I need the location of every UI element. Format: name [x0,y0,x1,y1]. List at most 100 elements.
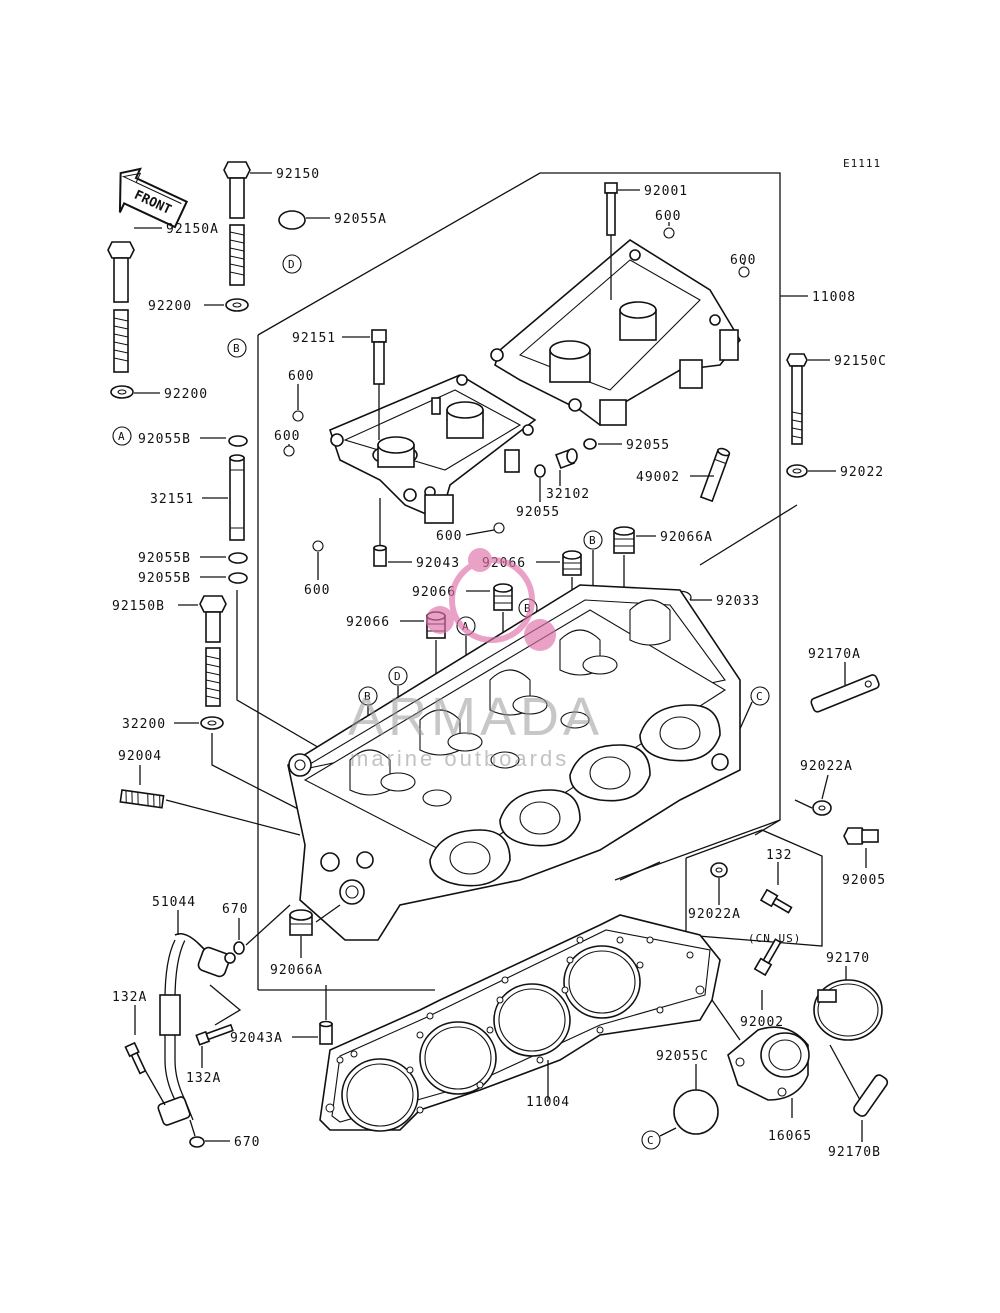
label-600-2: 600 [730,253,756,268]
oil-pipe-51044 [157,932,236,1126]
label-92055B-2: 92055B [138,551,191,566]
label-32102: 32102 [546,487,590,502]
label-92005: 92005 [842,873,886,888]
label-51044: 51044 [152,895,196,910]
bolt-132A-lower [124,1041,147,1075]
label-92033: 92033 [716,594,760,609]
label-32200: 32200 [122,717,166,732]
washer-hole [715,867,723,873]
bolt-92150 [223,161,272,286]
part-92170B [853,1074,889,1117]
label-92055A: 92055A [334,212,387,227]
ref-B-3: B [364,690,372,703]
ref-A-left: A [118,430,126,443]
valve-seal-92066-b [493,583,513,611]
bolt-92150A [107,227,162,373]
washer-hole [818,805,826,811]
part-92170A [810,674,880,713]
label-600-6: 600 [304,583,330,598]
watermark-logo-icon [449,557,535,643]
oring-92055B-2 [228,552,248,564]
washer-hole [117,389,127,395]
bolt-92001 [604,182,618,300]
label-132A-2: 132A [186,1071,221,1086]
label-32151: 32151 [150,492,194,507]
assembly-frame-lines [257,172,808,991]
bolt-132 [759,888,793,914]
ref-B-top: B [233,342,241,355]
camshaft-holder-right [490,239,741,427]
ref-circle-C-head [750,686,770,706]
ref-B-1: B [589,534,597,547]
label-132A-1: 132A [112,990,147,1005]
label-16065: 16065 [768,1129,812,1144]
watermark-title: ARMADA [348,687,603,747]
dowel-32151 [229,454,245,541]
seal-92066A-lower [289,909,313,936]
clamp-92170 [813,979,883,1041]
label-92022A-1: 92022A [800,759,853,774]
label-600-4: 600 [274,429,300,444]
label-92170B: 92170B [828,1145,881,1160]
label-92066A: 92066A [660,530,713,545]
watermark-subtitle: marine outboards [350,746,569,771]
carb-holder-16065 [727,1026,810,1101]
bolt-132A-upper [195,1023,234,1046]
label-92150A: 92150A [166,222,219,237]
camshaft-holder-left [329,374,537,524]
washer-hole [792,468,802,474]
watermark-logo [426,548,556,651]
label-92150: 92150 [276,167,320,182]
label-92055C: 92055C [656,1049,709,1064]
label-92170: 92170 [826,951,870,966]
label-670-1: 670 [222,902,248,917]
label-600-1: 600 [655,209,681,224]
fitting-92005 [843,827,879,868]
bolt-92150B [199,595,227,707]
stud-92004 [119,789,165,809]
ref-circle-B-top [227,338,247,358]
label-92150B: 92150B [112,599,165,614]
label-600-3: 600 [288,369,314,384]
bolt-92002 [753,938,782,977]
label-92055B-1: 92055B [138,432,191,447]
ref-circle-B-3 [358,686,378,706]
label-92170A: 92170A [808,647,861,662]
label-92055B-3: 92055B [138,571,191,586]
label-92001: 92001 [644,184,688,199]
dowel-top [373,544,387,552]
label-92055-b: 92055 [516,505,560,520]
washer-hole [207,720,217,726]
label-92200-left: 92200 [164,387,208,402]
dowel-top [319,1020,333,1028]
oring-670-top [233,941,245,955]
oring-92055B-1 [228,435,248,447]
washer-hole [232,302,242,308]
ref-D-head: D [394,670,402,683]
ref-circle-B-1 [583,530,603,550]
front-arrow-icon: FRONT [118,167,189,229]
label-92043: 92043 [416,556,460,571]
ref-circle-C-lower [641,1130,661,1150]
plug-32102 [555,448,578,469]
head-gasket-11004 [319,914,721,1132]
ref-C-head: C [756,690,764,703]
ref-B-2: B [524,602,532,615]
oring-92055-b [534,464,546,478]
label-132: 132 [766,848,792,863]
ref-C-lower: C [647,1134,655,1147]
cylinder-head [287,584,741,941]
ref-circle-D-head [388,666,408,686]
label-92151: 92151 [292,331,336,346]
label-670-2: 670 [234,1135,260,1150]
diagram-code: E1111 [843,157,881,170]
oring-92055B-3 [228,572,248,584]
label-600-5: 600 [436,529,462,544]
label-92150C: 92150C [834,354,887,369]
label-92043A: 92043A [230,1031,283,1046]
label-92066-2: 92066 [412,585,456,600]
valve-seal-92066-a [562,550,582,576]
label-92055-a: 92055 [626,438,670,453]
label-11008: 11008 [812,290,856,305]
